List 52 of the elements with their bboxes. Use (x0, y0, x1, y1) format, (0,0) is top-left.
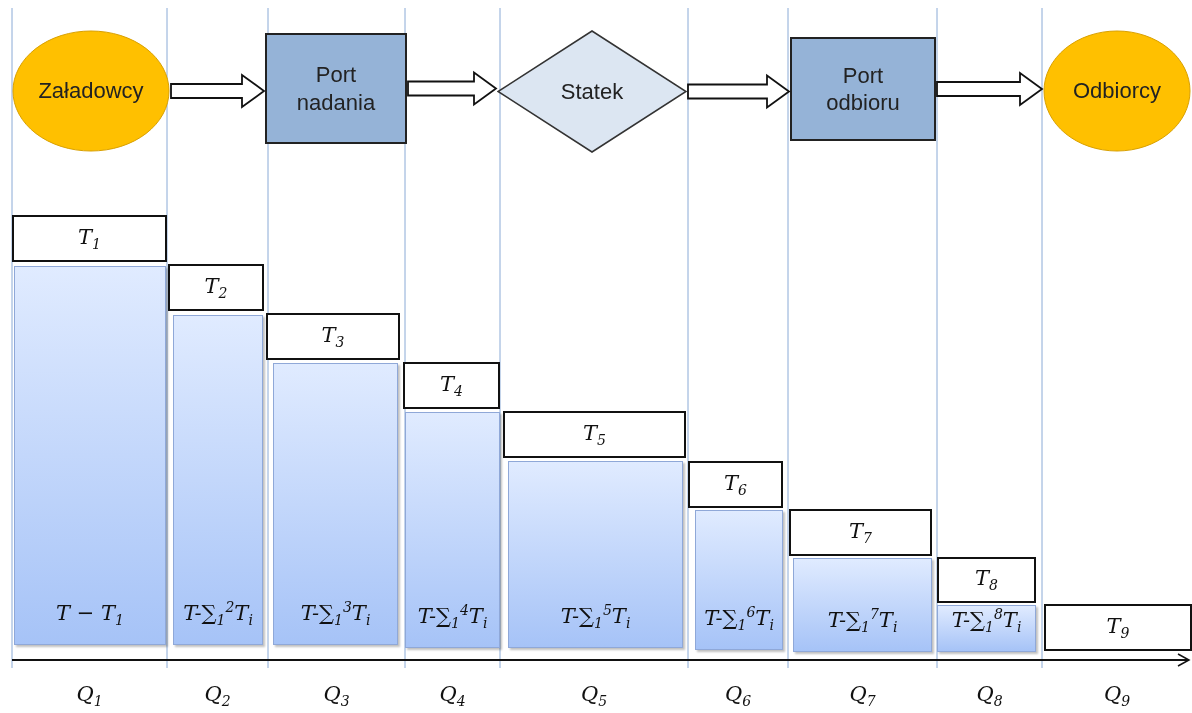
formula-label: T-∑$_{1}$$^{8}$T$_{i}$ (951, 605, 1022, 635)
time-box (937, 557, 1036, 603)
axis-label: Q$_{6}$ (725, 682, 752, 710)
node-label: Statek (560, 77, 624, 106)
time-box (1044, 604, 1192, 651)
quantity-bar (405, 412, 500, 648)
formula-label: T-∑$_{1}$$^{2}$T$_{i}$ (183, 598, 253, 628)
axis-label: Q$_{3}$ (323, 682, 350, 710)
quantity-bar (173, 315, 263, 645)
time-box (503, 411, 686, 458)
node-label: Odbiorcy (1072, 77, 1161, 105)
quantity-bar (273, 363, 398, 645)
formula-label: T-∑$_{1}$$^{4}$T$_{i}$ (417, 601, 488, 631)
formula-label: T$_{7}$ (849, 518, 872, 547)
quantity-bar (508, 461, 683, 648)
node-label: Port nadania (295, 61, 377, 116)
block-arrow (407, 70, 498, 107)
axis-label: Q$_{8}$ (976, 682, 1003, 710)
time-box (403, 362, 500, 409)
formula-label: T$_{9}$ (1106, 613, 1130, 642)
axis-label: Q$_{1}$ (76, 682, 103, 710)
quantity-bar (695, 510, 783, 650)
axis-label: Q$_{9}$ (1104, 682, 1131, 710)
time-box (12, 215, 167, 262)
formula-label: T-∑$_{1}$$^{3}$T$_{i}$ (300, 598, 371, 628)
formula-label: T$_{4}$ (440, 371, 463, 400)
block-arrow (687, 73, 791, 110)
formula-label: T$_{1}$ (78, 224, 101, 253)
time-box (266, 313, 400, 360)
axis-label: Q$_{7}$ (849, 682, 876, 710)
formula-label: T-∑$_{1}$$^{5}$T$_{i}$ (560, 601, 631, 631)
formula-label: T-∑$_{1}$$^{6}$T$_{i}$ (704, 603, 774, 633)
formula-label: T$_{8}$ (975, 566, 998, 594)
axis-label: Q$_{5}$ (581, 682, 608, 710)
node-label: Port odbioru (825, 61, 901, 117)
formula-label: T-∑$_{1}$$^{7}$T$_{i}$ (827, 605, 898, 635)
formula-label: T$_{6}$ (724, 470, 747, 499)
quantity-bar (937, 605, 1036, 652)
time-box (168, 264, 264, 311)
axis-label: Q$_{4}$ (439, 682, 466, 710)
time-box (688, 461, 783, 508)
formula-label: T$_{5}$ (583, 420, 606, 449)
node-label: Załadowcy (38, 77, 144, 105)
axis-label: Q$_{2}$ (204, 682, 231, 710)
formula-label: T$_{2}$ (204, 273, 228, 302)
quantity-bar (14, 266, 166, 645)
block-arrow (170, 73, 266, 109)
block-arrow (936, 71, 1044, 107)
formula-label: T − T$_{1}$ (56, 600, 124, 628)
time-box (789, 509, 932, 556)
formula-label: T$_{3}$ (321, 322, 345, 351)
quantity-bar (793, 558, 932, 652)
